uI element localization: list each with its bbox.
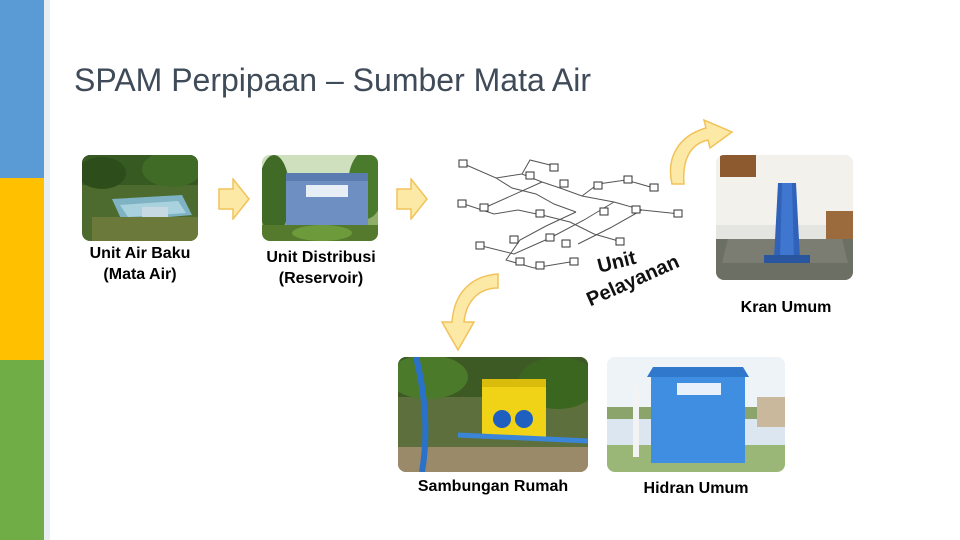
pipe-network-diagram <box>457 159 683 270</box>
left-stripe-yellow <box>0 178 44 360</box>
flow-arrow-1 <box>218 178 250 220</box>
label-distribution-unit: Unit Distribusi (Reservoir) <box>266 249 376 287</box>
hydrant-photo <box>607 357 785 472</box>
label-house-connection: Sambungan Rumah <box>417 478 569 495</box>
spring-photo <box>82 155 198 241</box>
left-stripe-blue <box>0 0 44 178</box>
slide-title: SPAM Perpipaan – Sumber Mata Air <box>74 62 591 98</box>
house-connection-photo <box>398 357 588 472</box>
flow-arrow-2 <box>396 178 428 220</box>
curved-arrow-to-house-connection <box>440 273 499 352</box>
label-raw-water-unit: Unit Air Baku (Mata Air) <box>89 245 191 283</box>
left-stripe-edge <box>44 0 50 540</box>
public-tap-photo <box>716 155 853 280</box>
left-stripe-green <box>0 360 44 540</box>
label-hydrant: Hidran Umum <box>643 480 749 497</box>
label-public-tap: Kran Umum <box>740 299 832 316</box>
reservoir-photo <box>262 155 378 241</box>
curved-arrow-to-public-tap <box>669 118 734 185</box>
